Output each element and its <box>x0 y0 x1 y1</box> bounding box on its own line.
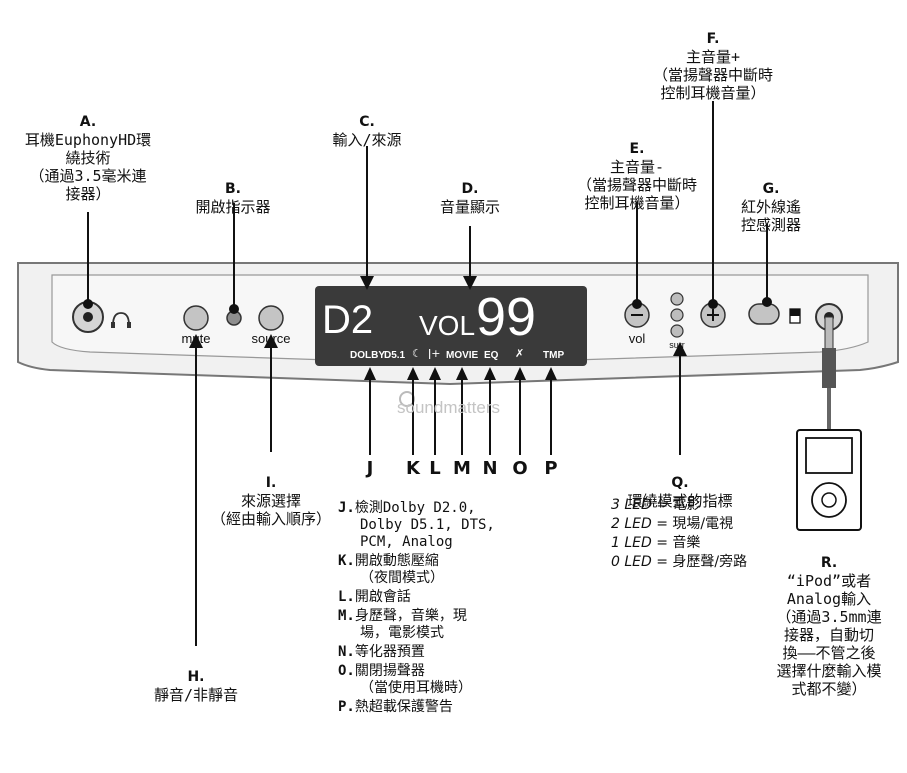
label-e: E.主音量- （當揚聲器中斷時 控制耳機音量） <box>576 141 697 212</box>
display-window <box>315 286 587 366</box>
surround-led-2 <box>670 308 684 322</box>
description-o: O.關閉揚聲器 （當使用耳機時） <box>338 663 472 696</box>
letter-n: N <box>482 458 498 479</box>
surround-row-2: 2 LED = 現場/電視 <box>611 516 734 532</box>
brand-label: soundmatters <box>397 398 500 417</box>
description-list: J.檢測Dolby D2.0, Dolby D5.1, DTS, PCM, An… <box>338 500 558 718</box>
letter-k: K <box>406 458 420 479</box>
description-m: M.身歷聲，音樂，現 場，電影模式 <box>338 608 467 641</box>
surround-led-1 <box>670 292 684 306</box>
label-b: B.開啟指示器 <box>195 181 271 216</box>
display-indicator-d51: D5.1 <box>384 350 406 361</box>
label-c: C.輸入/來源 <box>332 114 402 149</box>
label-d: D.音量顯示 <box>439 181 500 216</box>
display-volume-number: 99 <box>476 287 537 347</box>
label-i: I.來源選擇 （經由輸入順序） <box>210 475 331 528</box>
source-button[interactable] <box>258 305 284 331</box>
letter-o: O <box>512 458 528 479</box>
night-mode-icon: ☾ <box>412 347 422 360</box>
description-l: L.開啟會話 <box>338 589 411 605</box>
vol-label: vol <box>628 331 646 346</box>
label-h: H.靜音/非靜音 <box>153 669 239 704</box>
label-g: G.紅外線遙 控感測器 <box>740 181 801 234</box>
ipod-small-icon <box>789 308 801 324</box>
letter-p: P <box>544 458 558 479</box>
label-r: R.“iPod”或者 Analog輸入 （通過3.5mm連 接器，自動切 換——… <box>776 555 882 698</box>
speaker-off-icon: ✗ <box>515 347 525 360</box>
mute-button[interactable] <box>183 305 209 331</box>
surround-row-3: 3 LED = 電影 <box>611 497 701 513</box>
description-k: K.開啟動態壓縮 （夜間模式） <box>338 553 444 586</box>
display-main: D2 <box>322 298 374 342</box>
surround-mode-list: 3 LED = 電影 2 LED = 現場/電視 1 LED = 音樂 0 LE… <box>611 496 771 572</box>
source-label: source <box>251 331 291 346</box>
display-indicator-tmp: TMP <box>543 350 565 361</box>
letter-l: L <box>429 458 441 479</box>
display-indicator-dolby: DOLBY <box>350 350 385 361</box>
letter-j: J <box>366 458 374 479</box>
mute-label: mute <box>181 331 211 346</box>
description-j: J.檢測Dolby D2.0, Dolby D5.1, DTS, PCM, An… <box>338 500 495 550</box>
letter-m: M <box>453 458 471 479</box>
label-f: F.主音量+ （當揚聲器中斷時 控制耳機音量） <box>652 31 773 102</box>
display-indicator-movie: MOVIE <box>446 350 479 361</box>
surround-row-0: 0 LED = 身歷聲/旁路 <box>611 554 748 570</box>
surr-label: surr <box>669 340 685 350</box>
dialogue-icon: ǀ+ <box>428 347 441 360</box>
ir-sensor <box>748 303 780 325</box>
description-n: N.等化器預置 <box>338 644 425 660</box>
description-p: P.熱超載保護警告 <box>338 699 453 715</box>
surround-led-3 <box>670 324 684 338</box>
display-indicator-eq: EQ <box>484 350 499 361</box>
label-a: A.耳機EuphonyHD環 繞技術 （通過3.5毫米連 接器） <box>24 114 152 203</box>
label-q: Q.環繞模式的指標 <box>627 475 733 510</box>
ipod-device <box>796 429 862 531</box>
display-vol-label: VOL <box>419 310 476 341</box>
headphone-icon <box>111 312 131 328</box>
surround-row-1: 1 LED = 音樂 <box>611 535 701 551</box>
